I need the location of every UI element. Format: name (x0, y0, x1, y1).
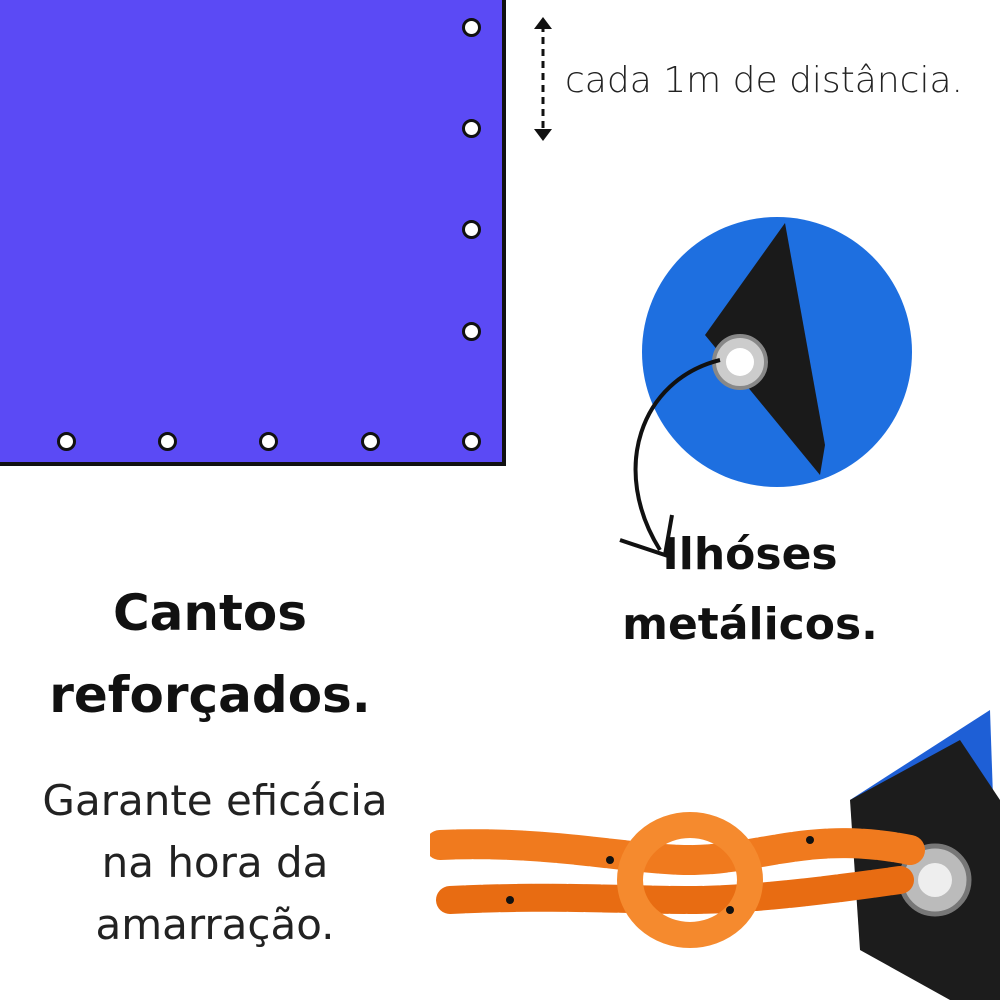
corners-title: Cantos reforçados. (30, 572, 390, 736)
corners-title-line: reforçados. (49, 666, 371, 724)
eyelet-icon (462, 220, 481, 239)
eyelets-title-line: Ilhóses (662, 529, 838, 580)
tarp-illustration (0, 0, 506, 466)
eyelets-title-line: metálicos. (622, 599, 878, 650)
eyelet-icon (361, 432, 380, 451)
rope-corner-photo (430, 710, 1000, 1000)
eyelet-icon (259, 432, 278, 451)
eyelets-title: Ilhóses metálicos. (620, 520, 880, 660)
spacing-label: cada 1m de distância. (565, 60, 963, 101)
corners-title-line: Cantos (112, 584, 308, 642)
eyelet-icon (462, 432, 481, 451)
desc-line: Garante eficácia (42, 776, 388, 825)
eyelet-photo (642, 217, 912, 487)
eyelet-icon (158, 432, 177, 451)
desc-line: amarração. (95, 900, 335, 949)
double-arrow-icon (534, 17, 552, 141)
eyelet-icon (462, 322, 481, 341)
desc-line: na hora da (101, 838, 329, 887)
eyelet-icon (462, 18, 481, 37)
corners-description: Garante eficácia na hora da amarração. (20, 770, 410, 956)
eyelet-icon (57, 432, 76, 451)
curved-arrow-icon (619, 358, 721, 558)
eyelet-icon (462, 119, 481, 138)
